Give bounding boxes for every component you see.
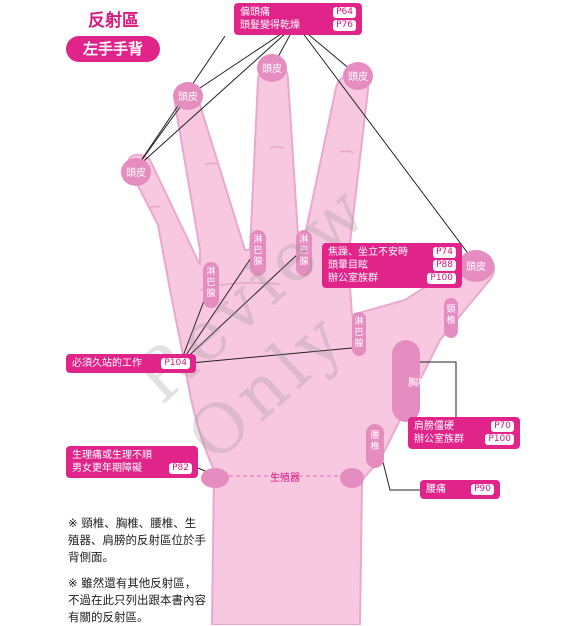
page-ref-tag: P100 <box>485 434 514 445</box>
scalp-callout: 偏頭痛 P64 頭髮變得乾燥 P76 <box>234 3 362 35</box>
callout-text: 腰痛 <box>426 484 446 495</box>
thoracic-zone <box>392 340 420 422</box>
callout-row: 生理痛或生理不順 <box>72 449 192 462</box>
reflex-zones <box>121 54 494 488</box>
reproductive-zone-left <box>201 468 229 488</box>
scalp-label-ring: 頭皮 <box>348 70 368 83</box>
callout-row: 腰痛 P90 <box>426 483 494 496</box>
callout-text: 辦公室族群 <box>414 434 464 445</box>
note-line: 殖器、肩膀的反射區位於手 <box>68 533 206 547</box>
lumbar-zone <box>366 424 384 468</box>
cervical-label: 頸椎 <box>446 304 455 326</box>
zone-label-char: 巴 <box>299 245 308 256</box>
callout-text: 生理痛或生理不順 <box>72 450 152 461</box>
callout-row: 焦躁、坐立不安時 P74 <box>328 246 456 259</box>
callout-row: 辦公室族群 P100 <box>414 433 514 446</box>
lumbar-callout: 腰痛 P90 <box>420 480 500 499</box>
page-ref-tag: P64 <box>333 7 356 18</box>
lymph-label-4: 淋巴腺 <box>354 315 363 349</box>
standing-work-callout: 必須久站的工作 P104 <box>66 354 196 373</box>
note-line: 不過在此只列出跟本書內容 <box>68 593 206 607</box>
zone-label-char: 巴 <box>253 245 262 256</box>
callout-text: 頭髮變得乾燥 <box>240 20 300 31</box>
note-line: 背側面。 <box>68 550 114 564</box>
reproductive-callout: 生理痛或生理不順男女更年期障礙 P82 <box>66 446 198 478</box>
page-ref-tag: P104 <box>161 358 190 369</box>
callout-text: 必須久站的工作 <box>72 358 142 369</box>
callout-row: 男女更年期障礙 P82 <box>72 462 192 475</box>
callout-row: 肩膀僵硬 P70 <box>414 420 514 433</box>
thoracic-callout: 肩膀僵硬 P70 辦公室族群 P100 <box>408 417 520 449</box>
note-2: ※ 雖然還有其他反射區， 不過在此只列出跟本書內容有關的反射區。 <box>68 575 206 626</box>
scalp-zone-index <box>173 82 203 110</box>
zone-label-char: 淋 <box>354 315 363 327</box>
thoracic-label: 胸椎 <box>408 376 428 389</box>
page-ref-tag: P70 <box>491 421 514 432</box>
lumbar-label: 腰椎 <box>370 430 379 452</box>
zone-label-char: 腺 <box>206 287 215 299</box>
page-ref-tag: P90 <box>471 484 494 495</box>
scalp-zone-thumb <box>458 250 494 282</box>
scalp-label-thumb: 頭皮 <box>466 260 486 273</box>
callout-text: 辦公室族群 <box>328 273 378 284</box>
page-ref-tag: P74 <box>433 247 456 258</box>
cervical-zone <box>444 298 458 338</box>
callout-text: 肩膀僵硬 <box>414 421 454 432</box>
page-ref-tag: P76 <box>333 20 356 31</box>
zone-label-char: 巴 <box>206 277 215 288</box>
lymph-zone-3 <box>296 230 312 276</box>
note-1: ※ 頸椎、胸椎、腰椎、生殖器、肩膀的反射區位於手背側面。 <box>68 515 206 566</box>
scalp-zone-middle <box>257 54 287 82</box>
zone-label-char: 腺 <box>253 255 262 267</box>
lymph-callout: 焦躁、坐立不安時 P74 頭暈目眩 P88 辦公室族群 P100 <box>322 243 462 288</box>
scalp-label-index: 頭皮 <box>178 90 198 103</box>
callout-row: 偏頭痛 P64 <box>240 6 356 19</box>
callout-text: 頭暈目眩 <box>328 260 368 271</box>
note-line: ※ 雖然還有其他反射區， <box>68 576 197 590</box>
zone-label-char: 淋 <box>206 265 215 277</box>
scalp-zone-pinky <box>121 158 151 186</box>
callout-row: 頭髮變得乾燥 P76 <box>240 19 356 32</box>
zone-label-char: 腺 <box>299 255 308 267</box>
page-subtitle: 左手手背 <box>66 36 160 62</box>
zone-label-char: 椎 <box>370 440 379 452</box>
lymph-label-3: 淋巴腺 <box>299 233 308 267</box>
scalp-zone-ring <box>343 62 373 90</box>
zone-label-char: 腰 <box>370 430 379 441</box>
reproductive-zone-right <box>340 468 364 488</box>
lymph-zone-2 <box>250 230 266 276</box>
page-title: 反射區 <box>88 11 139 31</box>
note-line: 有關的反射區。 <box>68 610 149 624</box>
note-line: ※ 頸椎、胸椎、腰椎、生 <box>68 516 197 530</box>
reproductive-label: 生殖器 <box>270 471 300 484</box>
zone-label-char: 椎 <box>446 314 455 326</box>
callout-text: 偏頭痛 <box>240 7 270 18</box>
scalp-label-middle: 頭皮 <box>262 62 282 75</box>
lymph-label-1: 淋巴腺 <box>206 265 215 299</box>
callout-text: 焦躁、坐立不安時 <box>328 247 408 258</box>
lymph-label-2: 淋巴腺 <box>253 233 262 267</box>
lymph-zone-4 <box>352 312 366 356</box>
callout-text: 男女更年期障礙 <box>72 463 142 474</box>
lymph-zone-1 <box>203 262 219 308</box>
zone-label-char: 腺 <box>354 337 363 349</box>
zone-label-char: 淋 <box>253 233 262 245</box>
callout-row: 頭暈目眩 P88 <box>328 259 456 272</box>
scalp-label-pinky: 頭皮 <box>126 166 146 179</box>
callout-row: 必須久站的工作 P104 <box>72 357 190 370</box>
callout-row: 辦公室族群 P100 <box>328 272 456 285</box>
page-ref-tag: P82 <box>169 463 192 474</box>
page-ref-tag: P88 <box>433 260 456 271</box>
zone-label-char: 淋 <box>299 233 308 245</box>
zone-label-char: 巴 <box>354 327 363 338</box>
zone-label-char: 頸 <box>446 304 455 315</box>
page-ref-tag: P100 <box>427 273 456 284</box>
